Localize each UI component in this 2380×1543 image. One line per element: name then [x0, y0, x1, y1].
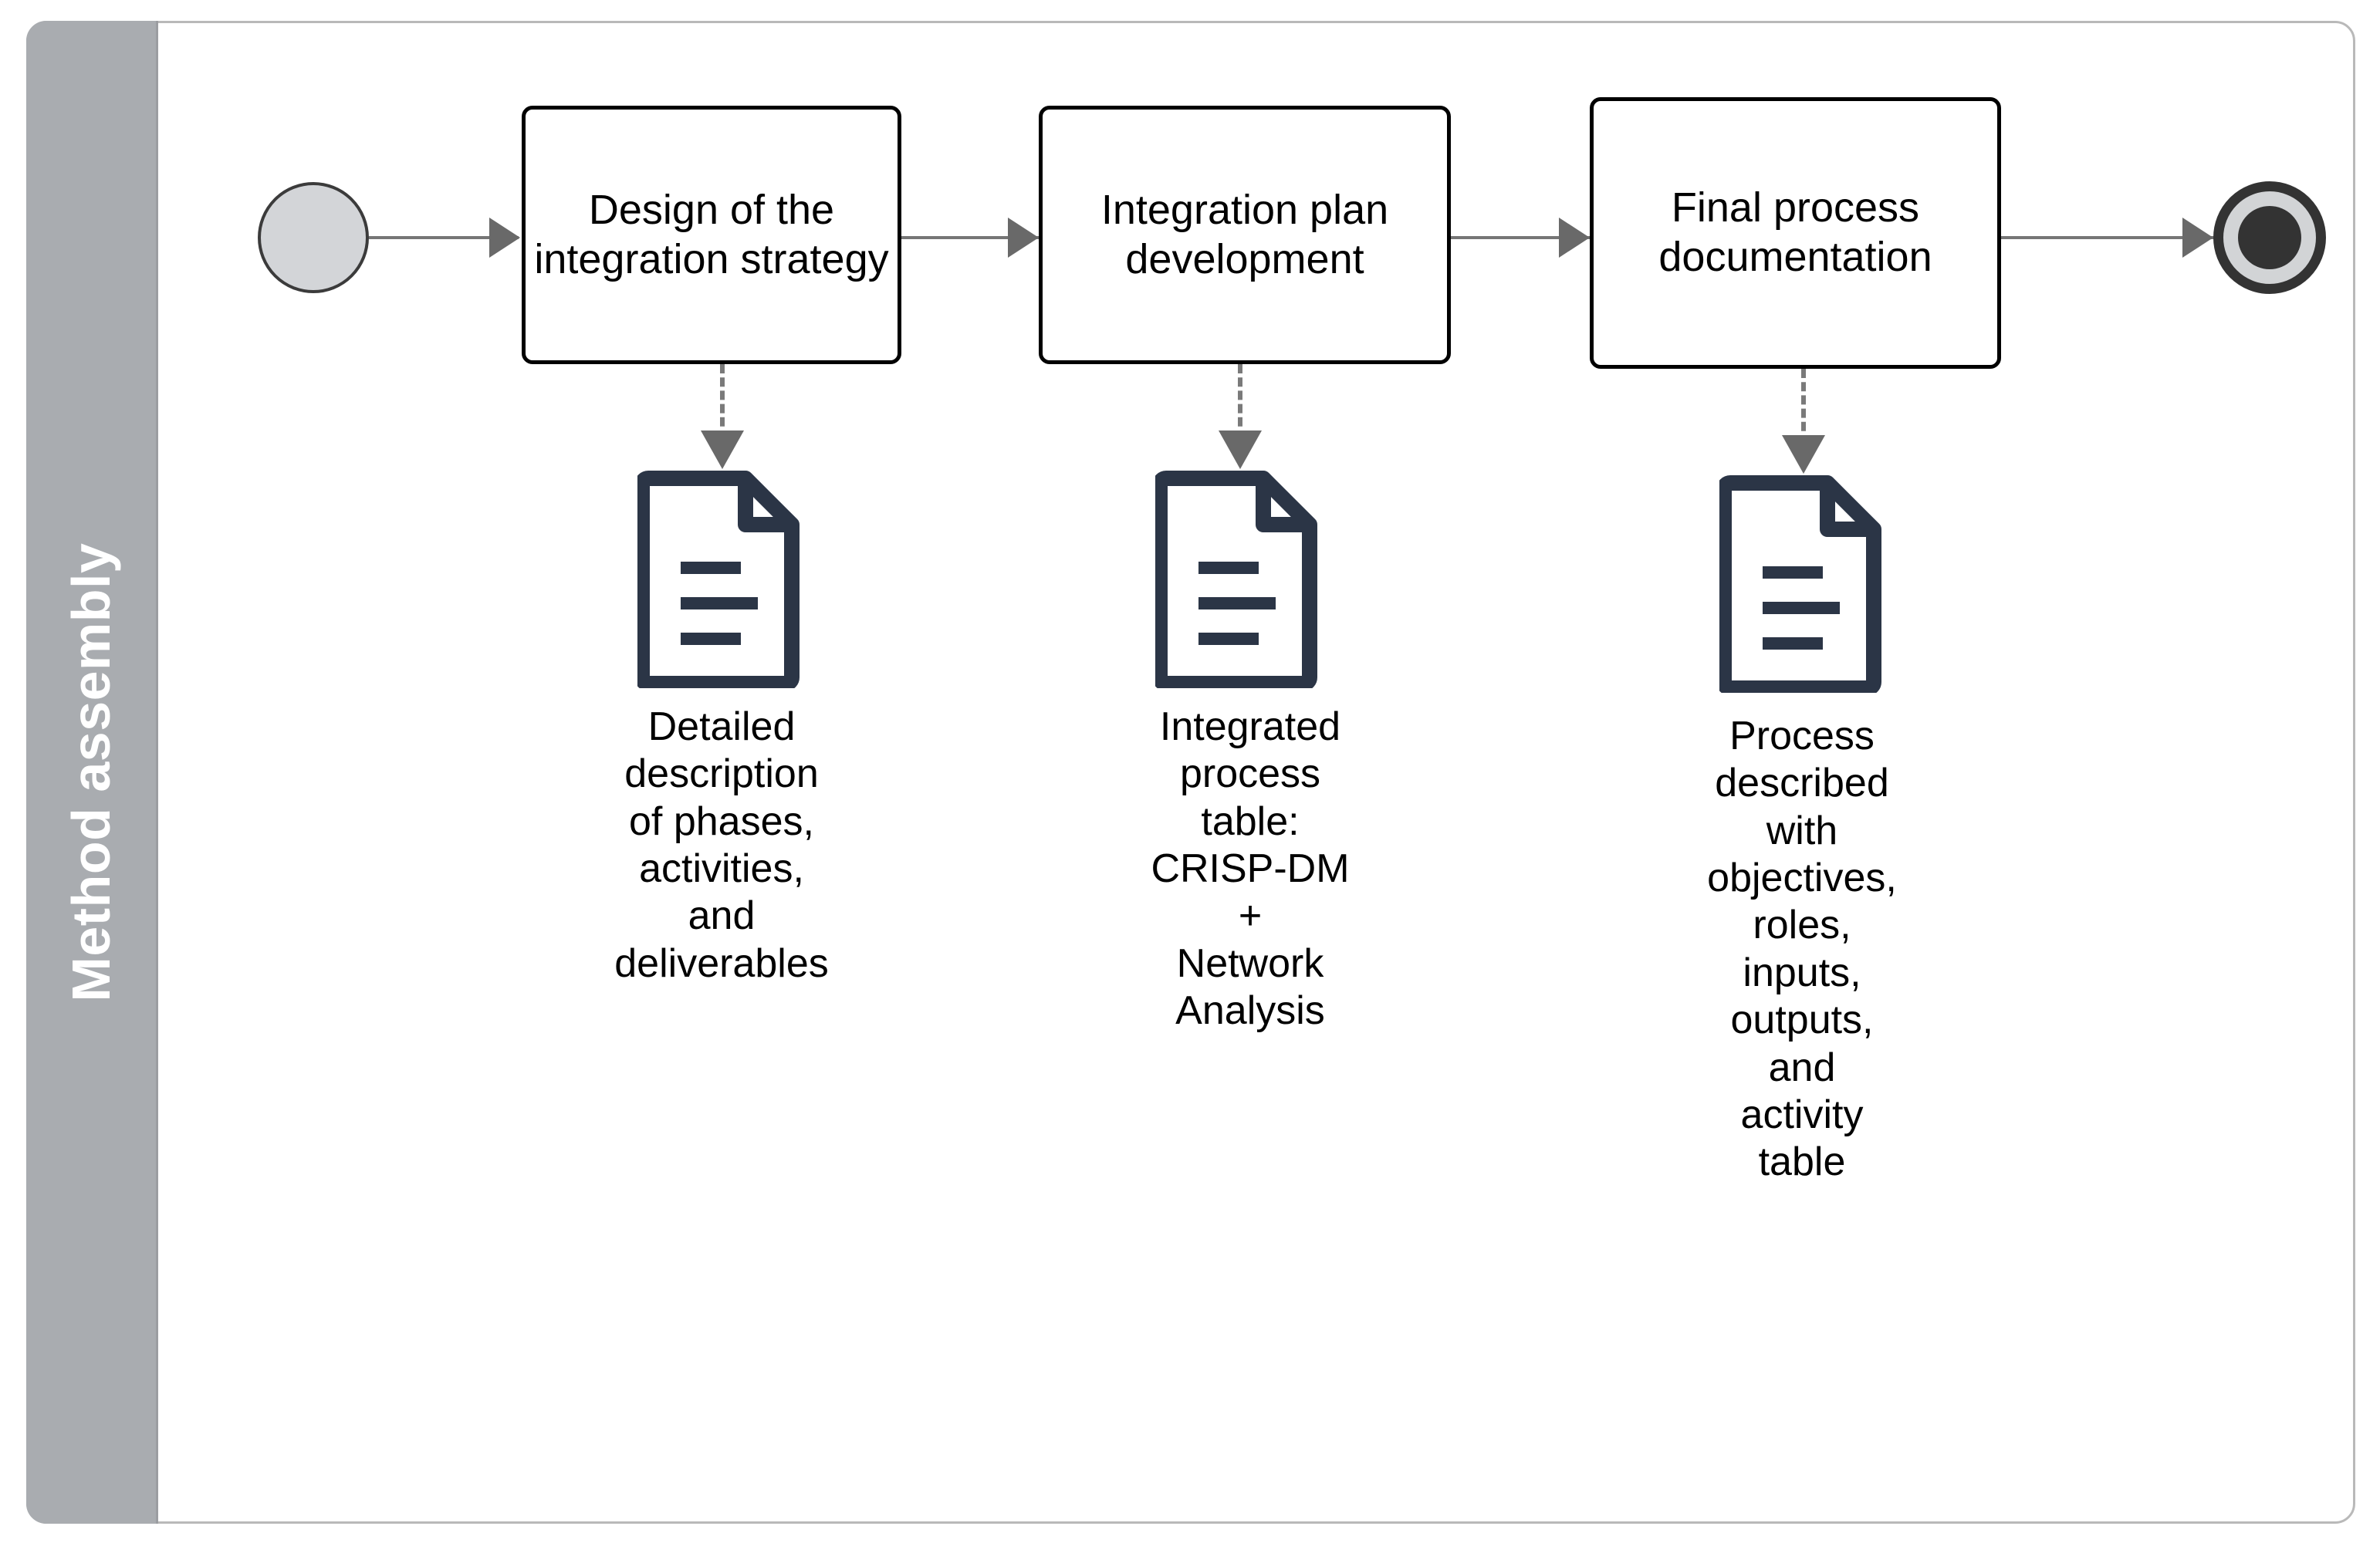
document-icon [1719, 475, 1881, 693]
arrow-head-icon [2182, 218, 2213, 258]
activity-design-of-the-integration-strategy[interactable]: Design of the integration strategy [522, 106, 901, 364]
document-icon [637, 471, 800, 688]
sequence-flow-activity-2-to-activity-3 [1451, 236, 1591, 239]
association-activity-3-to-data-object-3 [1801, 369, 1806, 444]
data-object-caption-3: Process described with objectives, roles… [1707, 714, 1897, 1185]
arrow-head-down-icon [701, 430, 744, 469]
document-icon [1155, 471, 1317, 688]
arrow-head-down-icon [1219, 430, 1262, 469]
lane-title: Method assembly [61, 542, 121, 1002]
sequence-flow-activity-3-to-end [2001, 236, 2216, 239]
data-object-caption-2: Integrated process table: CRISP-DM + Net… [1151, 704, 1350, 1034]
end-event-node[interactable] [2213, 181, 2326, 294]
activity-label: Integration plan development [1100, 186, 1389, 282]
activity-integration-plan-development[interactable]: Integration plan development [1039, 106, 1451, 364]
activity-label: Design of the integration strategy [534, 186, 889, 282]
activity-label: Final process documentation [1658, 184, 1932, 280]
lane-method-assembly: Method assembly [26, 21, 158, 1524]
sequence-flow-start-to-activity-1 [369, 236, 519, 239]
arrow-head-down-icon [1782, 435, 1825, 474]
association-activity-2-to-data-object-2 [1238, 364, 1242, 440]
start-event-node[interactable] [258, 182, 369, 293]
association-activity-1-to-data-object-1 [720, 364, 725, 440]
activity-final-process-documentation[interactable]: Final process documentation [1590, 97, 2001, 369]
end-event-core [2238, 206, 2301, 269]
arrow-head-icon [489, 218, 520, 258]
sequence-flow-activity-1-to-activity-2 [901, 236, 1040, 239]
data-object-caption-1: Detailed description of phases, activiti… [614, 704, 829, 986]
arrow-head-icon [1008, 218, 1039, 258]
arrow-head-icon [1559, 218, 1590, 258]
